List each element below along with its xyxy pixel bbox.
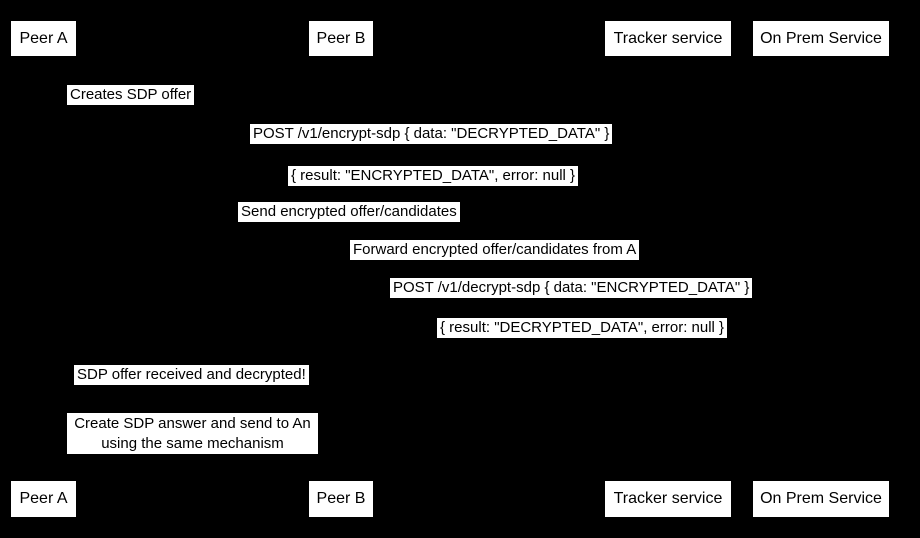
note-line-2: using the same mechanism (101, 435, 284, 452)
actor-peer-a-bottom: Peer A (11, 481, 76, 517)
actor-peer-b-bottom: Peer B (309, 481, 373, 517)
lifeline-tracker-service (668, 56, 669, 481)
actor-on-prem-service-bottom: On Prem Service (753, 481, 889, 517)
actor-tracker-service-top: Tracker service (605, 21, 731, 56)
msg-post-encrypt-sdp: POST /v1/encrypt-sdp { data: "DECRYPTED_… (250, 124, 613, 144)
note-line-1: Create SDP answer and send to An (74, 415, 311, 432)
lifeline-peer-a (43, 56, 44, 481)
lifeline-peer-b (341, 56, 342, 481)
actor-tracker-service-bottom: Tracker service (605, 481, 731, 517)
actor-peer-a-top: Peer A (11, 21, 76, 56)
msg-sdp-offer-received: SDP offer received and decrypted! (74, 365, 309, 385)
msg-post-decrypt-sdp: POST /v1/decrypt-sdp { data: "ENCRYPTED_… (390, 278, 753, 298)
actor-on-prem-service-top: On Prem Service (753, 21, 889, 56)
msg-forward-encrypted-offer: Forward encrypted offer/candidates from … (350, 240, 640, 260)
note-create-sdp-answer: Create SDP answer and send to An using t… (67, 413, 318, 454)
msg-send-encrypted-offer: Send encrypted offer/candidates (238, 202, 460, 222)
msg-result-decrypted-data: { result: "DECRYPTED_DATA", error: null … (437, 318, 728, 338)
lifeline-on-prem-service (820, 56, 821, 481)
msg-result-encrypted-data: { result: "ENCRYPTED_DATA", error: null … (288, 166, 579, 186)
msg-creates-sdp-offer: Creates SDP offer (67, 85, 195, 105)
actor-peer-b-top: Peer B (309, 21, 373, 56)
